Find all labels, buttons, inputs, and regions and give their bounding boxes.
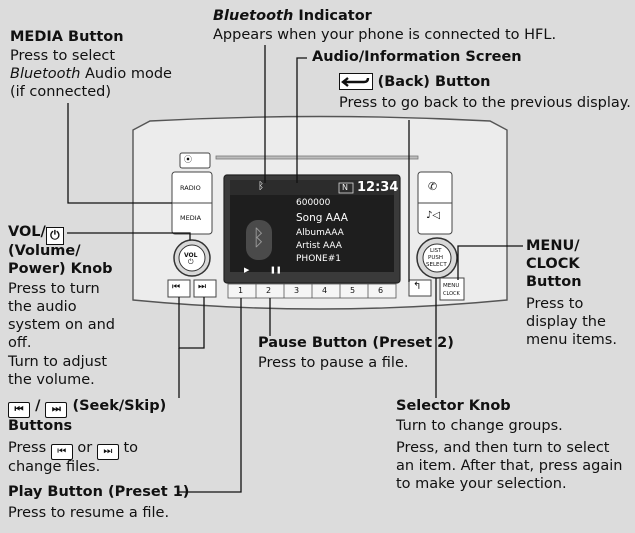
preset-1[interactable]: 1 (238, 286, 244, 295)
list-label-2: PUSH (428, 255, 443, 261)
bluetooth-status-icon: ᛒ (258, 181, 264, 192)
clock-label: CLOCK (443, 291, 460, 297)
radio-label: RADIO (180, 184, 201, 192)
menu-clock-desc-1: Press to (526, 296, 584, 312)
vol-label: VOL (184, 252, 198, 259)
bluetooth-indicator-title: Bluetooth Indicator (213, 8, 372, 24)
back-button-desc: Press to go back to the previous display… (339, 95, 631, 111)
pause-button-desc: Press to pause a file. (258, 355, 409, 371)
device-back-icon: ↰ (413, 281, 422, 292)
disc-slot (215, 155, 419, 160)
seek-back-desc-icon: ⏮ (50, 444, 73, 460)
screen-song: Song AAA (296, 212, 348, 224)
screen-play-icon: ▶ (244, 266, 250, 274)
seek-forward-icon: ⏭ (198, 282, 207, 292)
seek-skip-title-2: Buttons (8, 418, 73, 434)
play-button-desc: Press to resume a file. (8, 505, 170, 521)
screen-artist: Artist AAA (296, 241, 342, 251)
selector-knob-title: Selector Knob (396, 398, 511, 414)
defrost-icon: ⦿ (184, 155, 192, 164)
audio-screen-title: Audio/Information Screen (312, 49, 522, 65)
media-button-desc-3: (if connected) (10, 84, 111, 100)
back-arrow-icon (339, 73, 373, 90)
menu-clock-title-3: Button (526, 274, 582, 290)
media-label: MEDIA (180, 214, 202, 222)
menu-label: MENU (443, 283, 460, 289)
bluetooth-indicator-desc: Appears when your phone is connected to … (213, 27, 557, 43)
seek-back-icon: ⏮ (172, 282, 181, 292)
screen-time: 12:34 (357, 180, 399, 195)
screen-phone: PHONE#1 (296, 254, 341, 264)
vol-knob-title-2: (Volume/ (8, 243, 81, 259)
vol-knob-desc-5: Turn to adjust (8, 354, 108, 370)
screen-n-badge: N (342, 183, 348, 192)
voice-icon: ♪◁ (426, 210, 441, 221)
leader-lines (67, 45, 523, 493)
screen-album: AlbumAAA (296, 228, 344, 238)
selector-knob-desc-1: Turn to change groups. (396, 418, 563, 434)
list-label-1: LIST (430, 248, 442, 254)
menu-clock-desc-2: display the (526, 314, 606, 330)
preset-3[interactable]: 3 (294, 286, 300, 295)
seek-skip-desc-2: change files. (8, 459, 101, 475)
phone-icon: ✆ (428, 180, 438, 193)
selector-knob-desc-2: Press, and then turn to select (396, 440, 610, 456)
screen-pause-icon: ❚❚ (270, 266, 282, 274)
vol-knob-desc-2: the audio (8, 299, 77, 315)
media-button-desc-2: Bluetooth Audio mode (10, 66, 172, 82)
vol-knob-desc-4: off. (8, 335, 32, 351)
preset-5[interactable]: 5 (350, 286, 356, 295)
media-button-desc-1: Press to select (10, 48, 116, 64)
preset-4[interactable]: 4 (322, 286, 328, 295)
play-button-title: Play Button (Preset 1) (8, 484, 190, 500)
preset-6[interactable]: 6 (378, 286, 384, 295)
seek-skip-desc: Press ⏮ or ⏭ to (8, 440, 138, 460)
top-left-button (179, 152, 211, 169)
vol-knob-desc-3: system on and (8, 317, 115, 333)
screen-big-bluetooth-icon: ᛒ (252, 226, 266, 251)
selector-knob-desc-4: to make your selection. (396, 476, 567, 492)
menu-clock-desc-3: menu items. (526, 332, 617, 348)
menu-clock-title-1: MENU/ (526, 238, 580, 254)
preset-2[interactable]: 2 (266, 286, 272, 295)
seek-skip-title: ⏮ / ⏭ (Seek/Skip) (8, 398, 166, 418)
vol-knob-title-1: VOL/⏻ (8, 224, 64, 245)
back-button-title: (Back) Button (339, 73, 491, 91)
back-button-shape (408, 279, 432, 297)
selector-knob-desc-3: an item. After that, press again (396, 458, 623, 474)
vol-knob-desc-6: the volume. (8, 372, 95, 388)
seek-forward-button (193, 279, 217, 298)
pause-button-title: Pause Button (Preset 2) (258, 335, 454, 351)
menu-clock-button-shape (439, 277, 465, 301)
vol-knob-title-3: Power) Knob (8, 261, 113, 277)
seek-forward-title-icon: ⏭ (45, 402, 68, 418)
menu-clock-title-2: CLOCK (526, 256, 580, 272)
power-icon: ⏻ (45, 227, 64, 245)
media-button-title: MEDIA Button (10, 29, 124, 45)
screen-track-number: 600000 (296, 198, 331, 208)
vol-power-icon: ⏻ (188, 258, 194, 266)
seek-forward-desc-icon: ⏭ (96, 444, 119, 460)
vol-knob-desc-1: Press to turn (8, 281, 100, 297)
seek-back-title-icon: ⏮ (8, 402, 30, 418)
list-label-3: SELECT (426, 262, 447, 268)
